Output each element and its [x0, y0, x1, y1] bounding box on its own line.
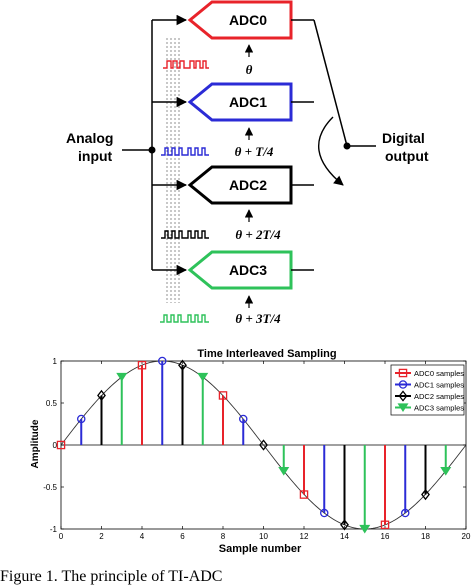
adc3-block: ADC3 θ + 3T/4 — [152, 250, 314, 326]
clock-guide-lines — [166, 38, 180, 303]
sample-marker — [238, 414, 248, 424]
sample-marker — [218, 391, 228, 400]
x-tick-label: 20 — [462, 532, 471, 541]
adc1-clock-label: θ + T/4 — [235, 144, 274, 159]
sample-marker — [278, 466, 290, 476]
adc2-block: ADC2 θ + 2T/4 — [152, 165, 314, 242]
time-interleaved-sampling-chart: Time Interleaved Sampling Amplitude Samp… — [30, 348, 471, 555]
x-tick-label: 14 — [340, 532, 349, 541]
legend-entry: ADC2 samples — [414, 392, 464, 401]
sample-marker — [398, 390, 408, 402]
x-tick-label: 2 — [99, 532, 104, 541]
sample-marker — [398, 380, 408, 389]
x-tick-label: 0 — [59, 532, 64, 541]
sample-marker — [359, 524, 371, 534]
sample-marker — [259, 439, 268, 451]
sample-marker — [319, 508, 329, 518]
chart-title: Time Interleaved Sampling — [197, 348, 336, 360]
analog-signal-curve — [60, 360, 467, 530]
y-tick-label: 1 — [53, 357, 58, 366]
adc3-label: ADC3 — [229, 262, 267, 278]
sample-marker — [97, 389, 106, 402]
x-tick-label: 10 — [259, 532, 268, 541]
y-tick-label: -1 — [50, 525, 58, 534]
x-tick-label: 16 — [381, 532, 390, 541]
adc3-clock-label: θ + 3T/4 — [235, 311, 281, 326]
y-tick-label: -0.5 — [43, 483, 57, 492]
sample-marker — [421, 488, 430, 501]
sample-marker — [137, 360, 147, 370]
legend-entry: ADC1 samples — [414, 381, 464, 390]
adc0-label: ADC0 — [229, 12, 267, 28]
sample-marker — [299, 490, 309, 499]
adc1-label: ADC1 — [229, 94, 267, 110]
x-tick-label: 12 — [300, 532, 309, 541]
sample-marker — [77, 414, 86, 424]
sample-marker — [197, 372, 209, 382]
adc1-clock-waveform — [161, 147, 209, 156]
sample-marker — [116, 372, 128, 382]
sample-marker — [397, 403, 409, 413]
legend-entry: ADC0 samples — [414, 369, 464, 378]
analog-input-label: Analog input — [66, 130, 117, 164]
adc0-clock-waveform — [163, 60, 209, 69]
sample-marker — [398, 368, 408, 378]
ti-adc-block-diagram: Analog input ADC0 θ ADC1 θ + T/4 ADC2 — [66, 0, 429, 326]
sample-marker — [400, 508, 410, 518]
adc2-label: ADC2 — [229, 177, 267, 193]
adc0-clock-label: θ — [246, 62, 253, 77]
sample-marker — [380, 520, 390, 530]
sample-marker — [178, 359, 187, 371]
digital-output-label: Digital output — [382, 130, 429, 164]
output-switch — [313, 19, 376, 186]
x-tick-label: 6 — [180, 532, 185, 541]
adc2-clock-waveform — [161, 230, 209, 239]
y-tick-label: 0 — [53, 441, 58, 450]
legend-entry: ADC3 samples — [414, 404, 464, 413]
x-tick-label: 8 — [221, 532, 226, 541]
sample-marker — [440, 466, 452, 476]
figure-caption: Figure 1. The principle of TI-ADC — [0, 568, 223, 585]
adc3-clock-waveform — [160, 314, 209, 323]
x-tick-label: 18 — [421, 532, 430, 541]
y-tick-label: 0.5 — [46, 399, 58, 408]
sample-marker — [56, 440, 66, 450]
x-axis-label: Sample number — [219, 543, 302, 555]
rotation-arrow — [318, 116, 344, 186]
adc2-clock-label: θ + 2T/4 — [235, 227, 281, 242]
adc1-block: ADC1 θ + T/4 — [152, 82, 314, 159]
sample-marker — [340, 519, 349, 531]
x-tick-label: 4 — [140, 532, 145, 541]
adc0-block: ADC0 θ — [152, 0, 314, 77]
y-axis-label: Amplitude — [30, 419, 41, 468]
sample-marker — [157, 356, 167, 366]
